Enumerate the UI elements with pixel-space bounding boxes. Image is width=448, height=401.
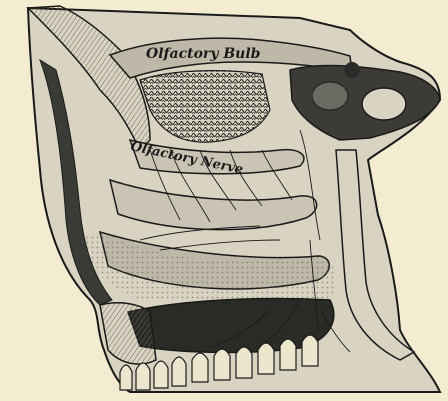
tooth [120, 365, 132, 390]
tooth [236, 347, 252, 378]
tooth [136, 363, 150, 390]
sinus-chamber-inner [312, 82, 348, 110]
tooth [172, 357, 186, 386]
tooth [258, 343, 274, 374]
tooth [214, 349, 230, 380]
sella-knob [344, 62, 360, 78]
tooth [302, 335, 318, 366]
olfactory-bulb-label: Olfactory Bulb [146, 46, 261, 62]
tooth [154, 361, 168, 388]
tooth [280, 339, 296, 370]
sinus-chamber [362, 88, 406, 120]
tooth [192, 353, 208, 382]
